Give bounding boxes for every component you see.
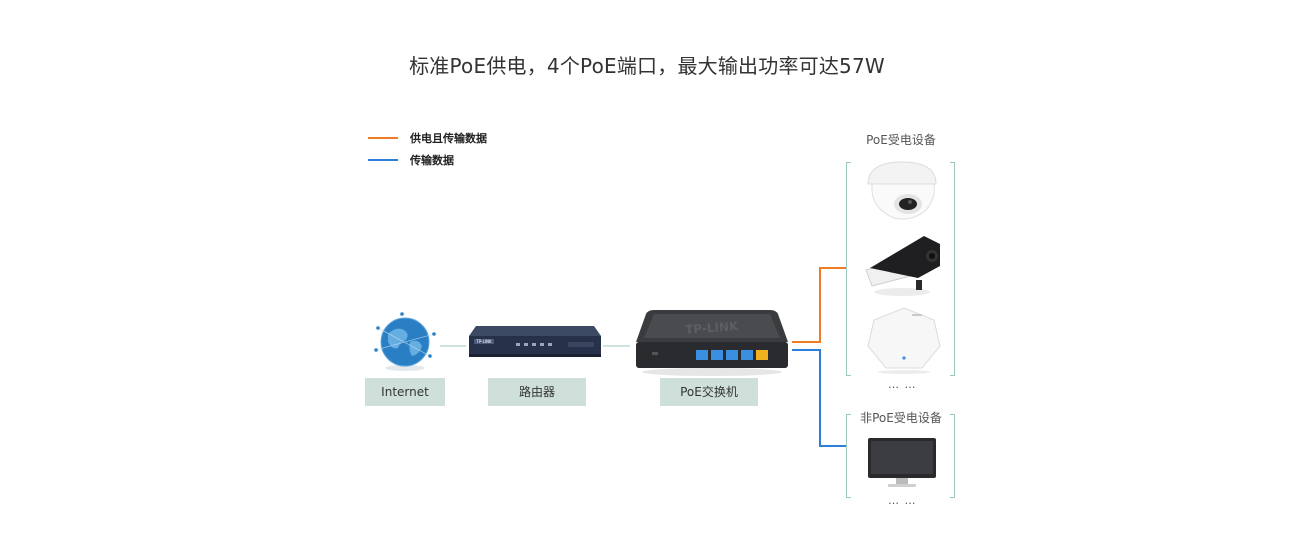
poe-switch-icon: TP-LINK bbox=[636, 310, 788, 376]
switch-label: PoE交换机 bbox=[660, 378, 758, 406]
switch-logo: TP-LINK bbox=[685, 319, 740, 337]
internet-label: Internet bbox=[365, 378, 445, 406]
globe-icon bbox=[374, 312, 436, 371]
legend-item-power-data: 供电且传输数据 bbox=[368, 128, 487, 148]
poe-group-bracket-left bbox=[846, 162, 851, 376]
non-poe-group-bracket-left bbox=[846, 414, 851, 498]
router-label: 路由器 bbox=[488, 378, 586, 406]
legend-line-orange bbox=[368, 137, 398, 139]
monitor-icon bbox=[868, 438, 936, 487]
non-poe-group-title: 非PoE受电设备 bbox=[860, 411, 942, 425]
legend: 供电且传输数据 传输数据 bbox=[368, 128, 487, 172]
poe-group-title: PoE受电设备 bbox=[866, 133, 936, 147]
legend-item-data: 传输数据 bbox=[368, 150, 487, 170]
switch-ports bbox=[696, 350, 768, 360]
poe-power-data-line bbox=[792, 267, 846, 343]
router-logo: TP-LINK bbox=[475, 339, 492, 344]
bullet-camera-icon bbox=[865, 236, 940, 296]
router-icon: TP-LINK bbox=[469, 326, 601, 357]
legend-label-power-data: 供电且传输数据 bbox=[410, 132, 487, 145]
poe-group-bracket-right bbox=[950, 162, 955, 376]
page-title: 标准PoE供电，4个PoE端口，最大输出功率可达57W bbox=[409, 54, 885, 78]
non-poe-group-bracket-right bbox=[950, 414, 955, 498]
legend-label-data: 传输数据 bbox=[410, 154, 454, 167]
data-only-line bbox=[792, 349, 846, 447]
non-poe-group-more: … … bbox=[888, 494, 917, 507]
dome-camera-icon bbox=[867, 161, 937, 220]
legend-line-blue bbox=[368, 159, 398, 161]
ceiling-ap-icon bbox=[867, 307, 941, 374]
poe-group-more: … … bbox=[888, 378, 917, 391]
